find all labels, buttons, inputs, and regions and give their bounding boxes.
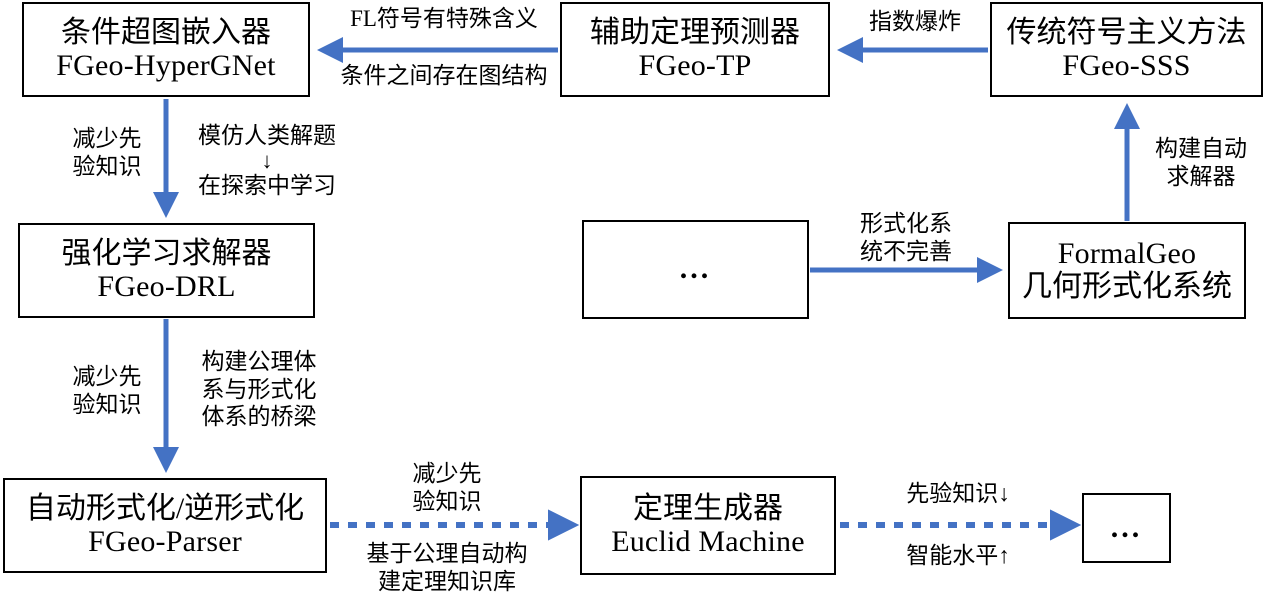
node-fgeo-drl[interactable]: 强化学习求解器 FGeo-DRL <box>18 223 315 318</box>
node-euclid-title: 定理生成器 <box>633 492 783 526</box>
node-formalgeo-subtitle: 几何形式化系统 <box>1022 269 1232 303</box>
edge-label-drl-to-parser-right: 构建公理体 系与形式化 体系的桥梁 <box>184 348 334 431</box>
edge-label-ellipsis-to-formalgeo-line2: 统不完善 <box>860 238 952 264</box>
node-formalgeo-title: FormalGeo <box>1057 237 1197 271</box>
node-ellipsis-end-label: ... <box>1110 510 1143 544</box>
node-parser-subtitle: FGeo-Parser <box>88 524 242 558</box>
edge-label-tp-to-hypergnet-above-text: FL符号有特殊含义 <box>350 6 538 31</box>
edge-label-euclid-to-ellipsis-above: 先验知识↓ <box>888 480 1028 508</box>
node-drl-subtitle: FGeo-DRL <box>97 269 236 303</box>
edge-label-tp-to-hypergnet-below: 条件之间存在图结构 <box>330 62 558 90</box>
node-sss-subtitle: FGeo-SSS <box>1062 48 1191 82</box>
node-euclid-machine[interactable]: 定理生成器 Euclid Machine <box>580 476 836 575</box>
edge-label-hypergnet-to-drl-left-line2: 验知识 <box>72 153 142 179</box>
edge-label-hypergnet-to-drl-left: 减少先 验知识 <box>62 125 152 180</box>
edge-label-hypergnet-to-drl-right: 模仿人类解题 ↓ 在探索中学习 <box>182 122 352 199</box>
edge-label-formalgeo-to-sss: 构建自动 求解器 <box>1140 135 1262 190</box>
node-hypergnet-title: 条件超图嵌入器 <box>61 16 271 50</box>
edge-label-euclid-to-ellipsis-below: 智能水平↑ <box>888 542 1028 570</box>
node-ellipsis-middle[interactable]: ... <box>582 220 809 319</box>
edge-label-hypergnet-to-drl-right-line2: 在探索中学习 <box>198 172 336 198</box>
edge-label-drl-to-parser-left: 减少先 验知识 <box>62 363 152 418</box>
edge-label-parser-to-euclid-below-line1: 基于公理自动构 <box>366 541 528 566</box>
edge-label-formalgeo-to-sss-line1: 构建自动 <box>1155 136 1247 161</box>
node-parser-title: 自动形式化/逆形式化 <box>25 492 305 526</box>
edge-label-drl-to-parser-left-line1: 减少先 <box>72 364 142 389</box>
edge-label-drl-to-parser-left-line2: 验知识 <box>72 391 142 417</box>
edge-label-parser-to-euclid-above: 减少先 验知识 <box>385 460 509 515</box>
node-hypergnet-subtitle: FGeo-HyperGNet <box>56 48 276 82</box>
edge-label-formalgeo-to-sss-line2: 求解器 <box>1166 163 1236 189</box>
node-sss-title: 传统符号主义方法 <box>1006 16 1247 50</box>
edge-label-parser-to-euclid-above-line2: 验知识 <box>412 488 482 514</box>
node-fgeo-sss[interactable]: 传统符号主义方法 FGeo-SSS <box>990 2 1263 97</box>
edge-label-ellipsis-to-formalgeo: 形式化系 统不完善 <box>845 210 967 265</box>
node-tp-subtitle: FGeo-TP <box>638 48 752 82</box>
node-formalgeo[interactable]: FormalGeo 几何形式化系统 <box>1008 222 1246 319</box>
edge-label-tp-to-hypergnet-above: FL符号有特殊含义 <box>330 5 558 33</box>
node-fgeo-parser[interactable]: 自动形式化/逆形式化 FGeo-Parser <box>3 478 327 573</box>
edge-label-tp-to-hypergnet-below-text: 条件之间存在图结构 <box>340 63 548 88</box>
node-euclid-subtitle: Euclid Machine <box>611 524 805 558</box>
down-arrow-icon: ↓ <box>261 147 273 173</box>
edge-label-euclid-to-ellipsis-below-text: 智能水平↑ <box>906 543 1010 568</box>
node-fgeo-tp[interactable]: 辅助定理预测器 FGeo-TP <box>560 2 830 97</box>
node-ellipsis-middle-label: ... <box>679 252 712 286</box>
edge-label-drl-to-parser-right-line3: 体系的桥梁 <box>201 404 317 430</box>
edge-label-parser-to-euclid-above-line1: 减少先 <box>412 461 482 486</box>
edge-label-hypergnet-to-drl-right-line1: 模仿人类解题 <box>198 123 336 148</box>
edge-label-sss-to-tp: 指数爆炸 <box>845 8 985 36</box>
edge-label-drl-to-parser-right-line2: 系与形式化 <box>201 376 317 402</box>
edge-label-sss-to-tp-text: 指数爆炸 <box>869 9 961 34</box>
node-ellipsis-end[interactable]: ... <box>1082 493 1171 563</box>
edge-label-parser-to-euclid-below-line2: 建定理知识库 <box>378 568 516 594</box>
node-fgeo-hypergnet[interactable]: 条件超图嵌入器 FGeo-HyperGNet <box>22 2 310 97</box>
edge-label-parser-to-euclid-below: 基于公理自动构 建定理知识库 <box>352 540 542 595</box>
node-drl-title: 强化学习求解器 <box>61 237 272 271</box>
node-tp-title: 辅助定理预测器 <box>590 16 800 50</box>
edge-label-drl-to-parser-right-line1: 构建公理体 <box>201 349 317 374</box>
edge-label-ellipsis-to-formalgeo-line1: 形式化系 <box>860 211 952 236</box>
edge-label-euclid-to-ellipsis-above-text: 先验知识↓ <box>906 481 1010 506</box>
edge-label-hypergnet-to-drl-left-line1: 减少先 <box>72 126 142 151</box>
